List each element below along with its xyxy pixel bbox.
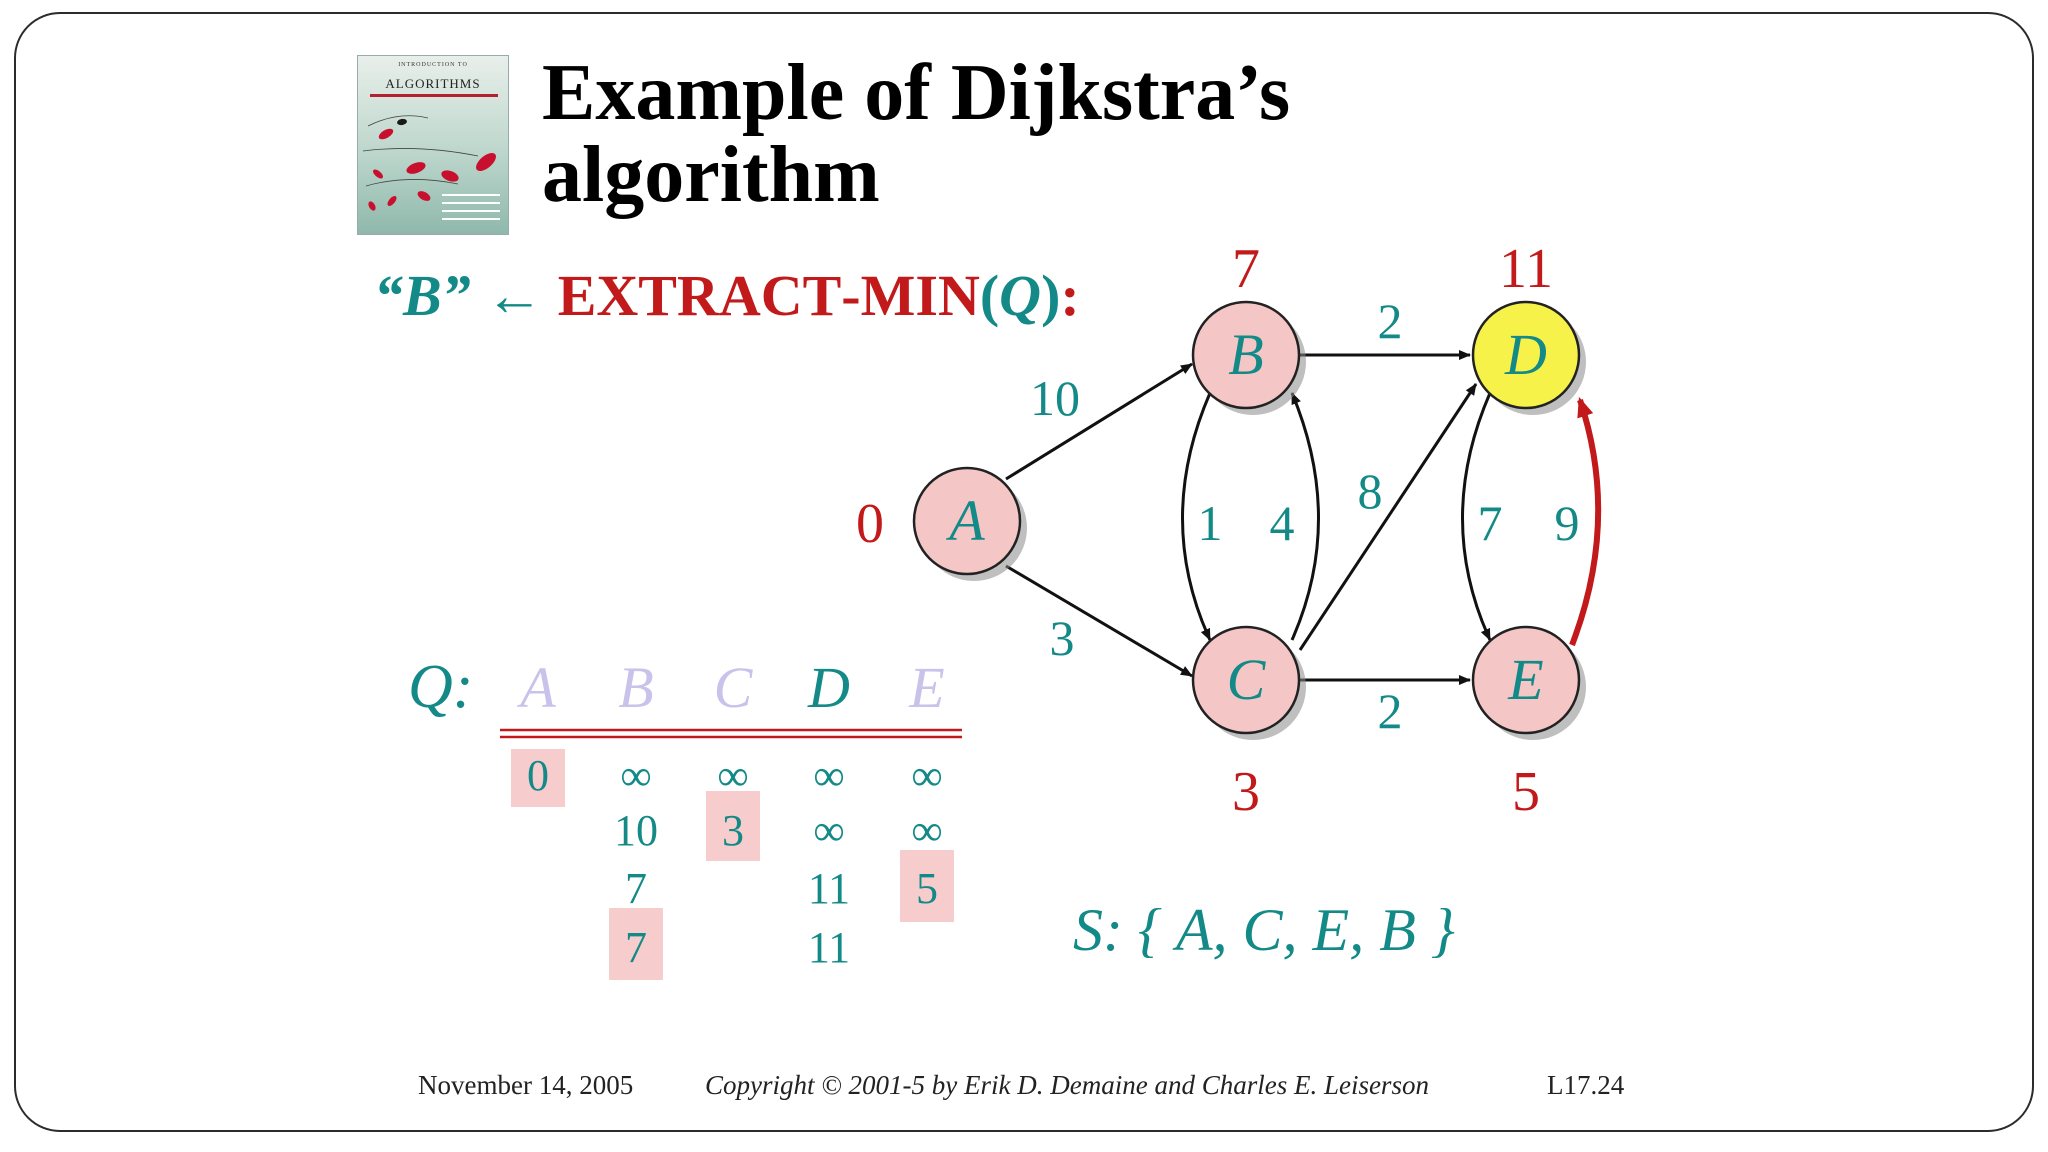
node-e-label: E bbox=[1507, 647, 1543, 712]
footer: November 14, 2005 Copyright © 2001-5 by … bbox=[0, 1070, 2048, 1110]
function-arg: Q bbox=[999, 263, 1042, 328]
distance-e: 5 bbox=[1512, 761, 1540, 823]
edge-c-d bbox=[1298, 383, 1478, 651]
queue-cell: 10 bbox=[614, 806, 658, 855]
operation-result: “B” bbox=[374, 263, 471, 328]
queue-highlight-a bbox=[511, 749, 565, 807]
footer-slide-number: L17.24 bbox=[1547, 1070, 1625, 1100]
book-cover-image: INTRODUCTION TO ALGORITHMS bbox=[357, 55, 509, 235]
edge-c-b bbox=[1290, 392, 1320, 641]
queue-cell: ∞ bbox=[620, 751, 651, 800]
assign-arrow-icon: ← bbox=[485, 263, 544, 328]
open-paren: ( bbox=[979, 263, 1000, 328]
queue-table: Q: A B C D E 0 ∞ ∞ ∞ ∞ 10 3 ∞ ∞ 7 11 5 7 bbox=[408, 653, 962, 980]
function-name-dash: - bbox=[841, 263, 861, 328]
node-c-label: C bbox=[1227, 647, 1267, 712]
queue-highlight-c bbox=[706, 791, 760, 861]
cover-bar bbox=[370, 94, 498, 97]
node-e: E bbox=[1471, 625, 1586, 740]
edge-weight-a-b: 10 bbox=[1030, 370, 1080, 426]
node-d-current: D bbox=[1471, 300, 1586, 415]
queue-cell: 0 bbox=[527, 751, 549, 800]
edge-weight-b-c: 1 bbox=[1198, 495, 1223, 551]
title-line-2: algorithm bbox=[542, 131, 880, 219]
operation-colon: : bbox=[1060, 263, 1080, 328]
function-name-m: M bbox=[860, 263, 916, 328]
queue-highlight-b bbox=[609, 908, 663, 980]
queue-header-a: A bbox=[516, 655, 556, 720]
close-paren: ) bbox=[1041, 263, 1061, 328]
queue-header-c: C bbox=[714, 655, 754, 720]
edge-d-e bbox=[1461, 392, 1492, 641]
edge-weight-c-e: 2 bbox=[1378, 683, 1403, 739]
settled-set: S: { A, C, E, B } bbox=[1073, 897, 1455, 963]
title-line-1: Example of Dijkstra’s bbox=[542, 49, 1291, 137]
edge-weight-d-e: 7 bbox=[1478, 495, 1503, 551]
queue-cell: ∞ bbox=[911, 751, 942, 800]
edge-a-c bbox=[1005, 564, 1193, 678]
queue-header-e: E bbox=[908, 655, 944, 720]
edge-weight-b-d: 2 bbox=[1378, 293, 1403, 349]
queue-header-b: B bbox=[618, 655, 653, 720]
edge-weight-a-c: 3 bbox=[1050, 610, 1075, 666]
distance-c: 3 bbox=[1232, 761, 1260, 823]
function-name-in: IN bbox=[915, 263, 980, 328]
distance-b: 7 bbox=[1232, 238, 1260, 300]
edge-a-b bbox=[1005, 362, 1193, 481]
queue-cell: 3 bbox=[722, 806, 744, 855]
edge-weight-e-d: 9 bbox=[1555, 495, 1580, 551]
edge-weight-c-b: 4 bbox=[1270, 495, 1295, 551]
node-b-label: B bbox=[1228, 322, 1263, 387]
edge-b-c bbox=[1181, 392, 1212, 641]
queue-cell: 5 bbox=[916, 864, 938, 913]
queue-highlight-e bbox=[900, 850, 954, 922]
queue-cell: ∞ bbox=[911, 806, 942, 855]
node-d-label: D bbox=[1504, 322, 1547, 387]
node-c: C bbox=[1191, 625, 1306, 740]
footer-date: November 14, 2005 bbox=[418, 1070, 634, 1100]
queue-cell: 7 bbox=[625, 864, 647, 913]
distance-a: 0 bbox=[856, 493, 884, 555]
edge-weight-c-d: 8 bbox=[1358, 463, 1383, 519]
queue-header-d: D bbox=[807, 655, 850, 720]
slide-frame bbox=[14, 12, 2034, 1132]
slide-title: Example of Dijkstra’s algorithm bbox=[542, 52, 1290, 216]
function-name-xtract: XTRACT bbox=[596, 263, 842, 328]
node-a: A bbox=[912, 466, 1027, 581]
function-name-e: E bbox=[557, 263, 597, 328]
queue-cell: ∞ bbox=[813, 751, 844, 800]
queue-cell: ∞ bbox=[813, 806, 844, 855]
distance-d: 11 bbox=[1499, 238, 1553, 300]
mobile-sculpture-icon bbox=[362, 115, 500, 220]
cover-brand: ALGORITHMS bbox=[385, 76, 481, 91]
queue-cell: ∞ bbox=[717, 751, 748, 800]
queue-cell: 7 bbox=[625, 923, 647, 972]
queue-cell: 11 bbox=[808, 923, 850, 972]
extract-min-operation: “B” ← EXTRACT-MIN(Q): bbox=[374, 262, 1080, 329]
node-b: B bbox=[1191, 300, 1306, 415]
queue-cell: 11 bbox=[808, 864, 850, 913]
node-a-label: A bbox=[945, 488, 985, 553]
edge-e-d-highlighted bbox=[1569, 396, 1602, 647]
footer-copyright: Copyright © 2001-5 by Erik D. Demaine an… bbox=[705, 1070, 1429, 1100]
cover-top-text: INTRODUCTION TO bbox=[398, 62, 468, 68]
queue-label: Q: bbox=[408, 653, 473, 721]
